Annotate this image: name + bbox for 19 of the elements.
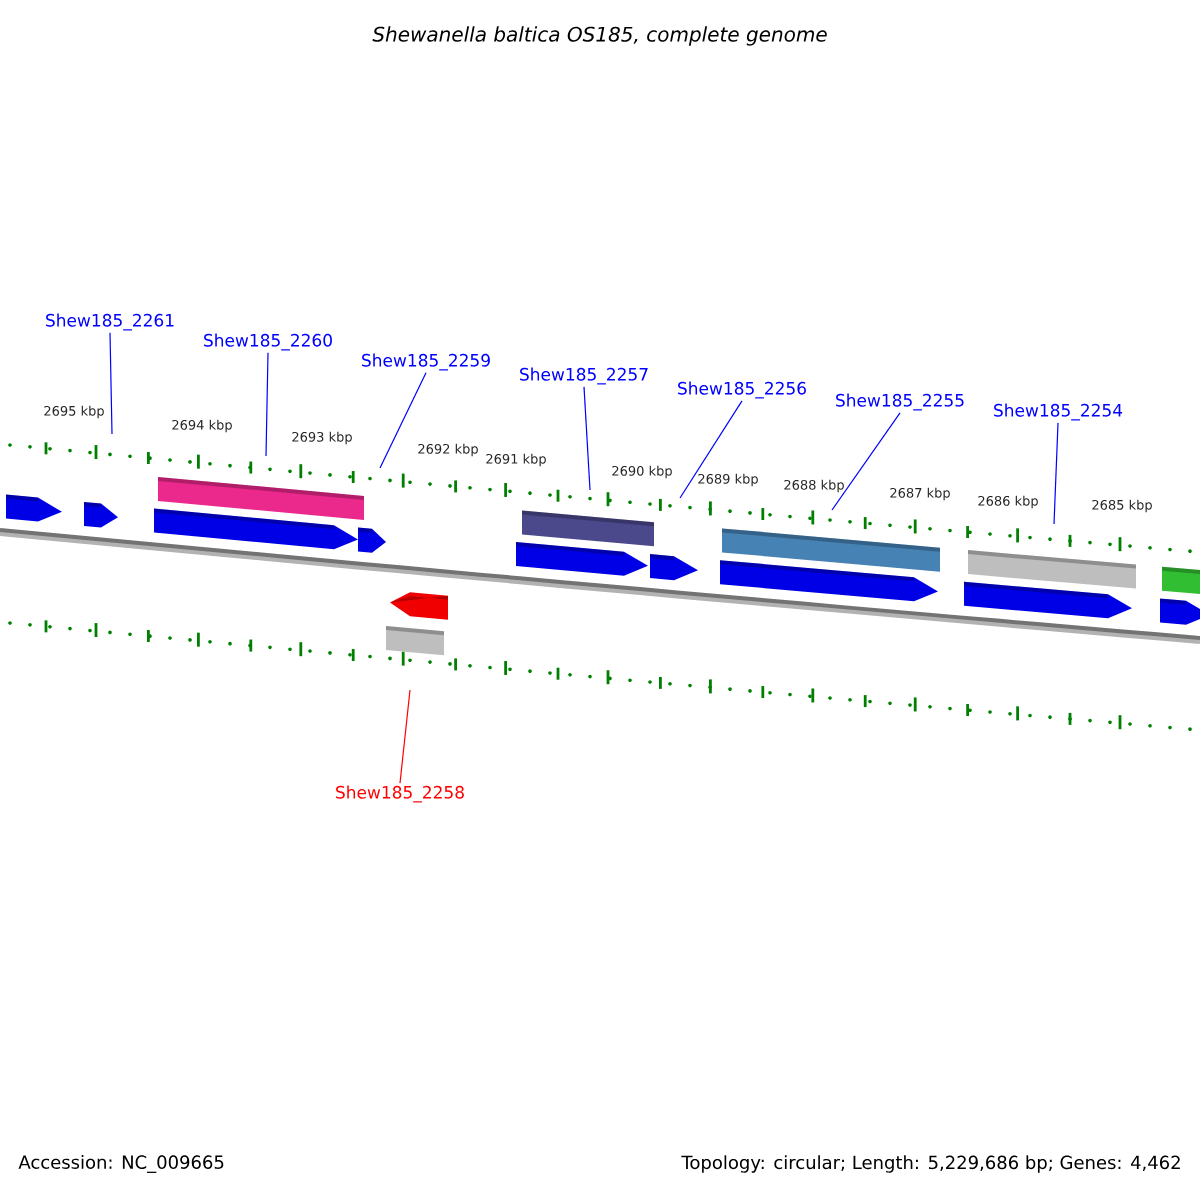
leader-line: [583, 386, 591, 491]
leader-line: [399, 689, 411, 784]
leader-line: [831, 412, 901, 511]
leader-line: [109, 332, 113, 435]
gene-label: Shew185_2259: [362, 353, 490, 371]
gene-label: Shew185_2257: [520, 367, 648, 385]
footer-text: Topology: circular; Length: 5,229,686 bp; Genes: 4,462: [681, 1155, 1180, 1173]
gene-label: Shew185_2256: [678, 381, 806, 399]
leader-line: [679, 400, 743, 499]
gene-label: Shew185_2254: [994, 403, 1123, 421]
title: Shewanella baltica OS185, complete genome: [372, 26, 827, 46]
leader-line: [379, 372, 427, 469]
gene-label: Shew185_2261: [46, 313, 174, 331]
gene-label: Shew185_2260: [204, 333, 332, 351]
leader-line: [1053, 422, 1059, 525]
leader-line: [265, 352, 269, 457]
footer-text: Accession: NC_009665: [18, 1155, 224, 1173]
gene-label: Shew185_2255: [836, 393, 964, 411]
gene-label: Shew185_2258: [336, 785, 464, 803]
